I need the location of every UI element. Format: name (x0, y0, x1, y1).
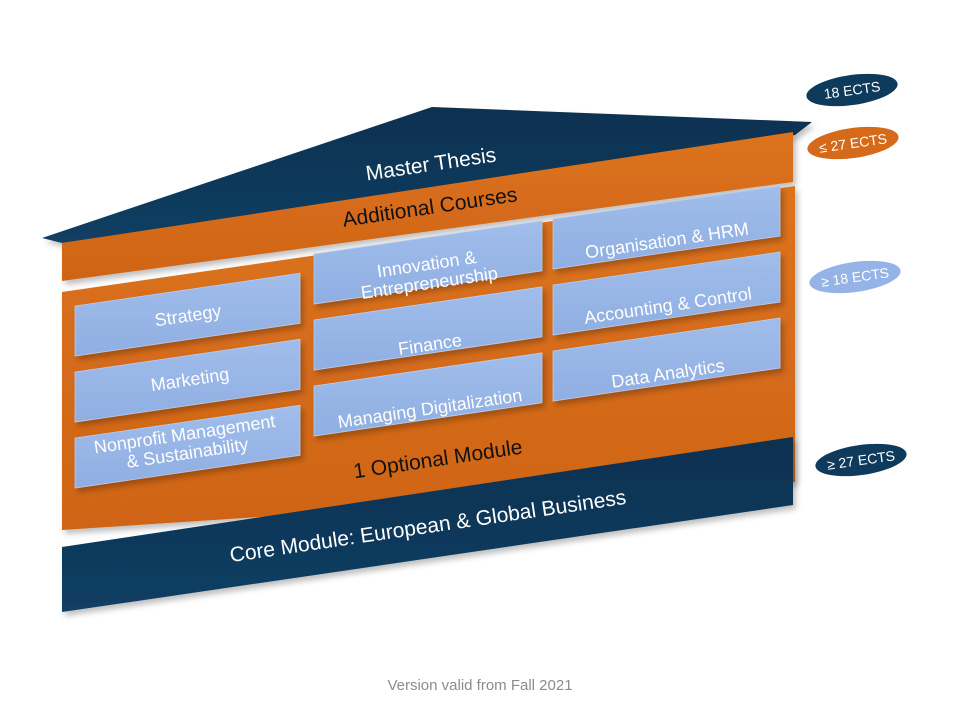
module-box-innovation (313, 220, 543, 305)
module-box-nonprofit (74, 404, 301, 489)
version-footer: Version valid from Fall 2021 (387, 677, 573, 694)
module-box-accounting (552, 251, 781, 336)
module-box-analytics (552, 317, 781, 402)
additional-courses-bar (62, 132, 793, 281)
module-box-finance (313, 286, 543, 371)
module-box-organisation (552, 185, 781, 270)
roof-master-thesis (42, 107, 812, 243)
core-module-bar (62, 437, 793, 612)
module-box-marketing (74, 338, 301, 423)
module-box-digitalization (313, 352, 543, 437)
module-box-strategy (74, 272, 301, 357)
